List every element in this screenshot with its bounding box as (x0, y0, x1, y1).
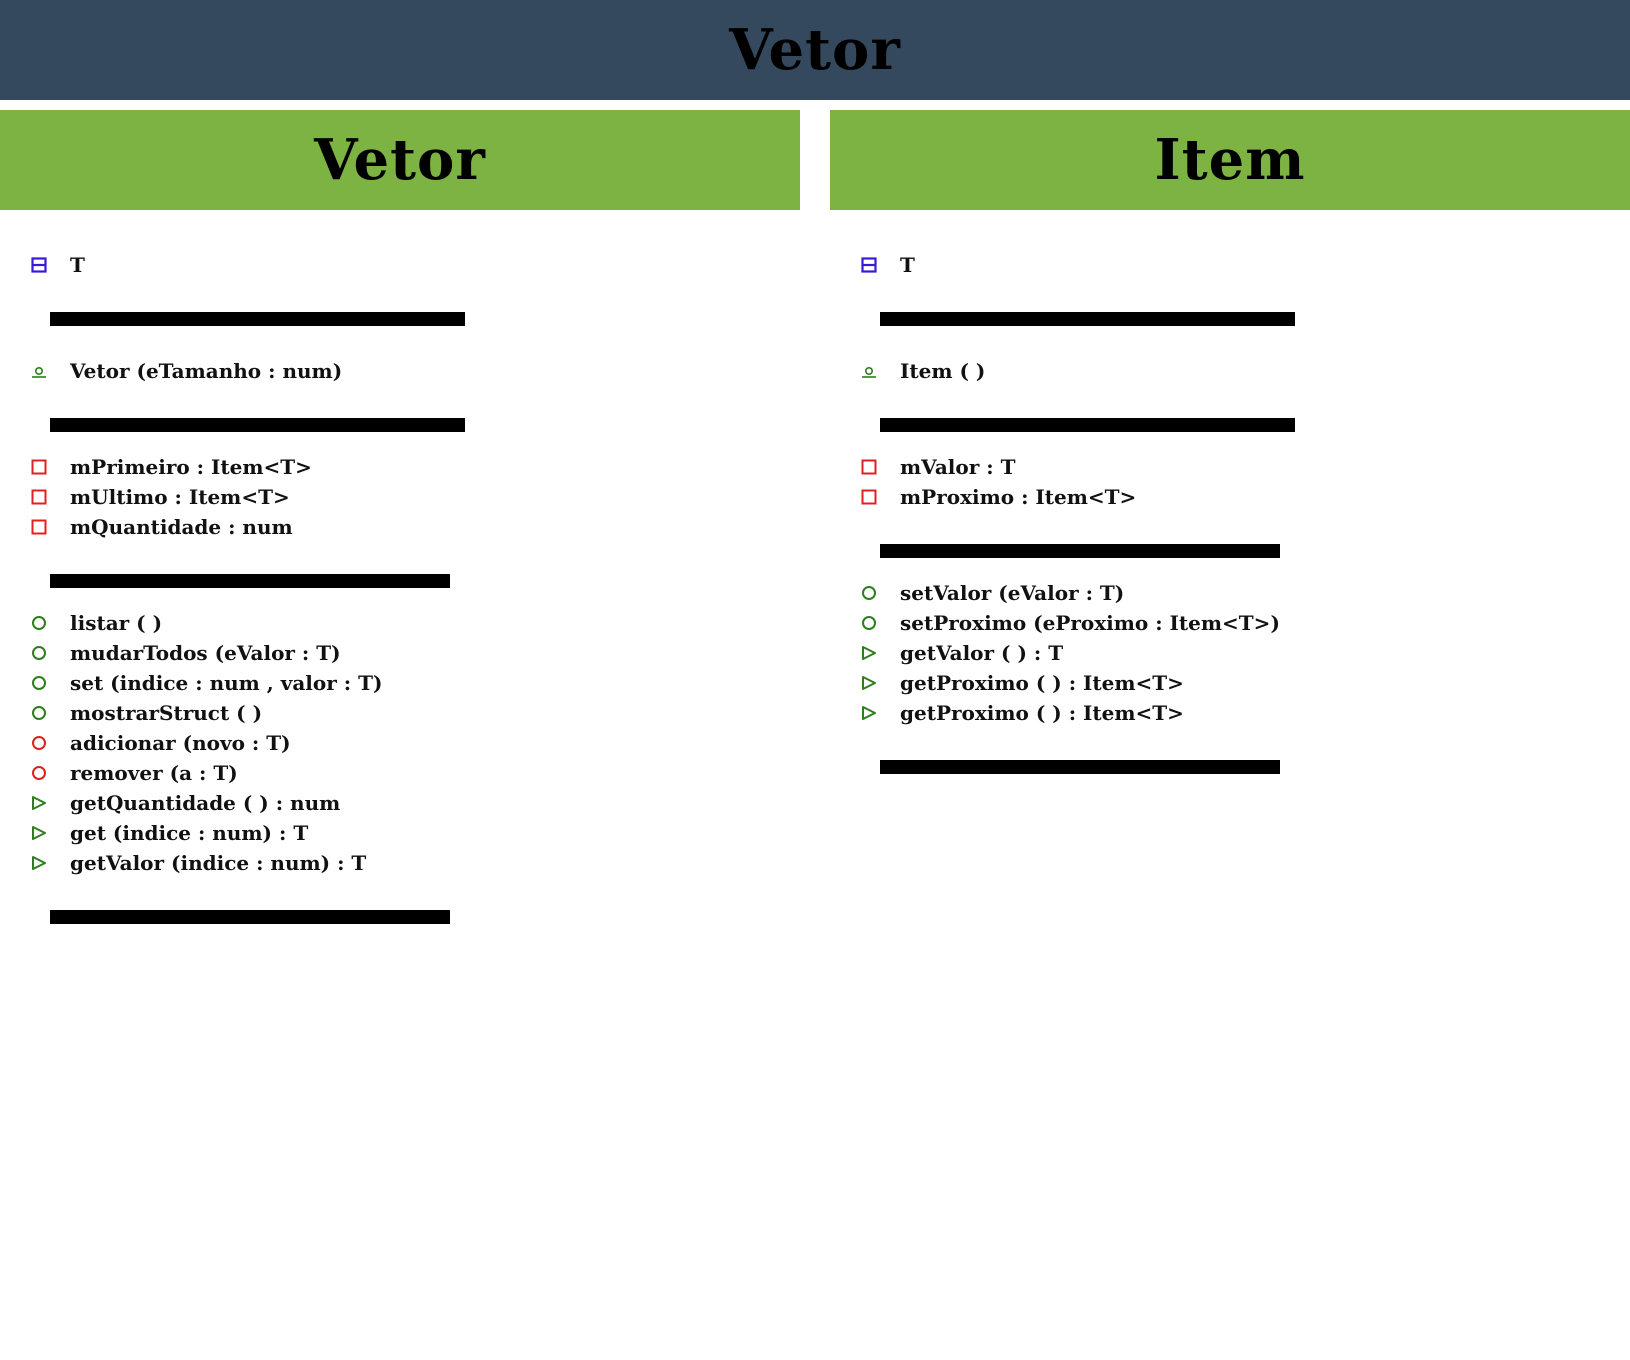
class-body: T Vetor (eTamanho : num) mPrimeiro : Ite… (0, 210, 800, 924)
method-row: getQuantidade ( ) : num (30, 788, 800, 818)
public-method-icon (30, 614, 48, 632)
method: mostrarStruct ( ) (70, 701, 263, 725)
public-method-icon (860, 584, 878, 602)
type-param: T (900, 253, 915, 277)
section-divider (50, 574, 450, 588)
private-field-icon (30, 488, 48, 506)
section-divider (880, 418, 1295, 432)
type-param-icon (30, 256, 48, 274)
attribute: mProximo : Item<T> (900, 485, 1137, 509)
method-row: set (indice : num , valor : T) (30, 668, 800, 698)
method: setProximo (eProximo : Item<T>) (900, 611, 1280, 635)
type-param-row: T (30, 250, 800, 280)
attribute-row: mQuantidade : num (30, 512, 800, 542)
method-row: setValor (eValor : T) (860, 578, 1630, 608)
method-row: adicionar (novo : T) (30, 728, 800, 758)
section-divider (880, 312, 1295, 326)
attribute: mUltimo : Item<T> (70, 485, 290, 509)
section-divider (50, 312, 465, 326)
getter-icon (30, 854, 48, 872)
method: get (indice : num) : T (70, 821, 309, 845)
method-row: getValor ( ) : T (860, 638, 1630, 668)
attribute-row: mUltimo : Item<T> (30, 482, 800, 512)
getter-icon (860, 644, 878, 662)
constructor-icon (860, 362, 878, 380)
method: mudarTodos (eValor : T) (70, 641, 341, 665)
constructor-signature: Item ( ) (900, 359, 986, 383)
method-row: getProximo ( ) : Item<T> (860, 698, 1630, 728)
public-method-icon (30, 644, 48, 662)
class-box-item: Item T Item ( ) mValor : T mProximo : It… (830, 110, 1630, 774)
constructor-signature: Vetor (eTamanho : num) (70, 359, 343, 383)
public-method-icon (30, 674, 48, 692)
class-name: Vetor (314, 127, 486, 193)
public-method-icon (860, 614, 878, 632)
private-field-icon (860, 488, 878, 506)
section-divider (50, 418, 465, 432)
private-method-icon (30, 764, 48, 782)
method: remover (a : T) (70, 761, 238, 785)
method-row: listar ( ) (30, 608, 800, 638)
method: set (indice : num , valor : T) (70, 671, 383, 695)
public-method-icon (30, 704, 48, 722)
attribute-row: mValor : T (860, 452, 1630, 482)
class-box-vetor: Vetor T Vetor (eTamanho : num) mPrimeiro… (0, 110, 800, 924)
class-header: Vetor (0, 110, 800, 210)
method: setValor (eValor : T) (900, 581, 1125, 605)
method: getQuantidade ( ) : num (70, 791, 341, 815)
method-row: mostrarStruct ( ) (30, 698, 800, 728)
method: getProximo ( ) : Item<T> (900, 671, 1184, 695)
method: getValor (indice : num) : T (70, 851, 367, 875)
type-param-row: T (860, 250, 1630, 280)
getter-icon (860, 704, 878, 722)
constructor-row: Item ( ) (860, 356, 1630, 386)
method: listar ( ) (70, 611, 163, 635)
diagram-title: Vetor (729, 17, 901, 83)
method-row: getProximo ( ) : Item<T> (860, 668, 1630, 698)
attribute: mQuantidade : num (70, 515, 293, 539)
constructor-row: Vetor (eTamanho : num) (30, 356, 800, 386)
method: getProximo ( ) : Item<T> (900, 701, 1184, 725)
attribute: mPrimeiro : Item<T> (70, 455, 312, 479)
constructor-icon (30, 362, 48, 380)
method-row: mudarTodos (eValor : T) (30, 638, 800, 668)
attribute: mValor : T (900, 455, 1016, 479)
private-method-icon (30, 734, 48, 752)
attribute-row: mProximo : Item<T> (860, 482, 1630, 512)
type-param: T (70, 253, 85, 277)
getter-icon (860, 674, 878, 692)
getter-icon (30, 824, 48, 842)
diagram-title-bar: Vetor (0, 0, 1630, 100)
method-row: get (indice : num) : T (30, 818, 800, 848)
method: adicionar (novo : T) (70, 731, 291, 755)
section-divider (50, 910, 450, 924)
private-field-icon (30, 458, 48, 476)
method-row: getValor (indice : num) : T (30, 848, 800, 878)
section-divider (880, 544, 1280, 558)
class-header: Item (830, 110, 1630, 210)
getter-icon (30, 794, 48, 812)
class-name: Item (1154, 127, 1306, 193)
private-field-icon (30, 518, 48, 536)
section-divider (880, 760, 1280, 774)
method-row: remover (a : T) (30, 758, 800, 788)
method-row: setProximo (eProximo : Item<T>) (860, 608, 1630, 638)
class-body: T Item ( ) mValor : T mProximo : Item<T>… (830, 210, 1630, 774)
private-field-icon (860, 458, 878, 476)
type-param-icon (860, 256, 878, 274)
method: getValor ( ) : T (900, 641, 1064, 665)
attribute-row: mPrimeiro : Item<T> (30, 452, 800, 482)
